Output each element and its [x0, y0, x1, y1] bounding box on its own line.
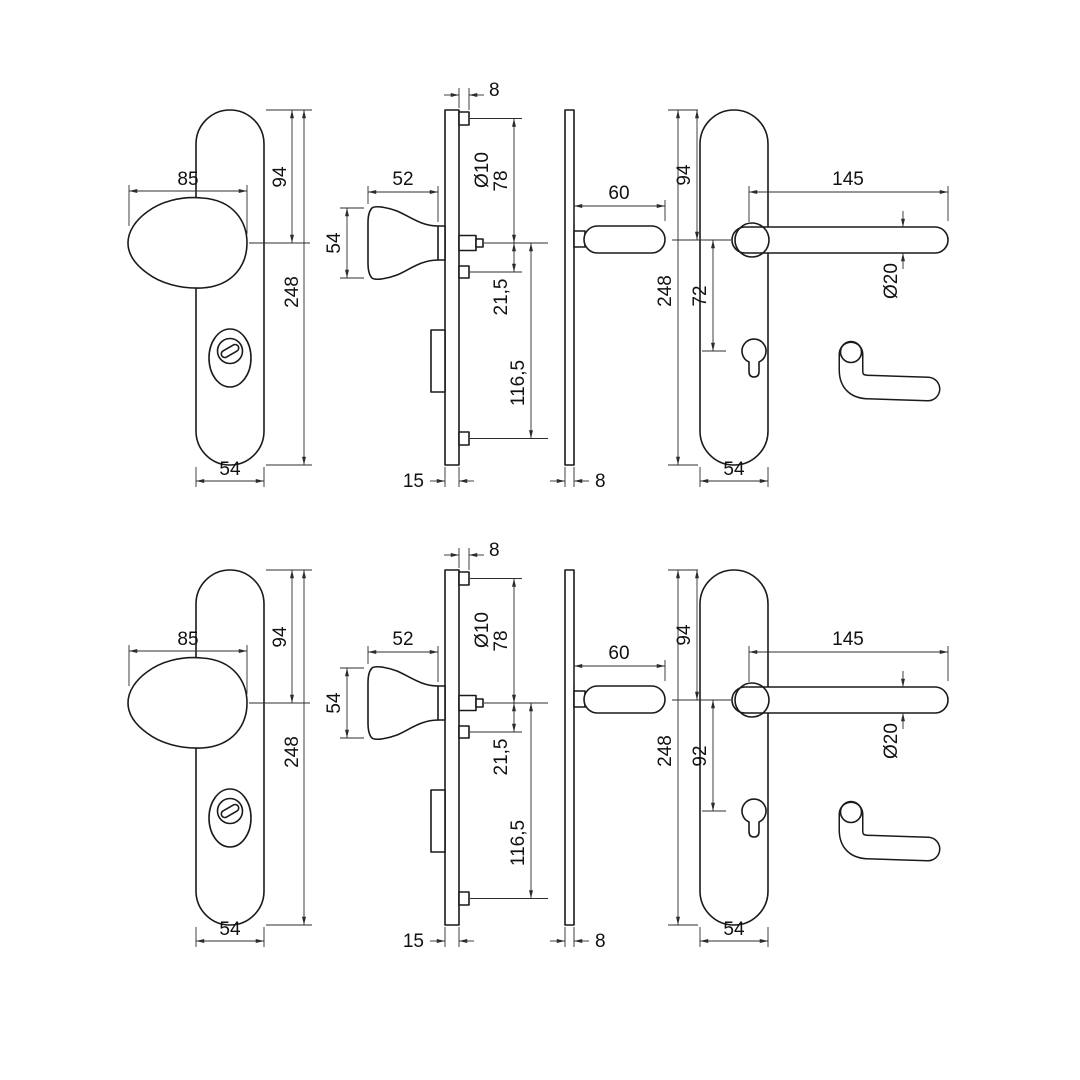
- dim-backset-label: 92: [690, 745, 711, 766]
- dim-lever-depth-label: 60: [608, 643, 629, 664]
- dim-plate-width-label: 54: [219, 919, 241, 940]
- row-2-dimension-labels: 85 94 248 54 52 54 8 Ø10 78 21,5 116,5 1…: [177, 540, 902, 952]
- dim-plate-depth-label: 15: [403, 471, 424, 492]
- dim-plate-thickness-label: 8: [595, 471, 606, 492]
- dim-knob-depth-label: 52: [392, 169, 413, 190]
- dim-upper-spacing-label: 78: [491, 170, 512, 191]
- dim-tab-label: 8: [489, 540, 500, 561]
- dim-lever-top-height-label: 94: [674, 164, 695, 186]
- dim-lever-depth-label: 60: [608, 183, 629, 204]
- dim-hole-dia-label: Ø10: [472, 152, 493, 188]
- row-1-geometry: [128, 88, 948, 487]
- dim-backset-label: 72: [690, 285, 711, 306]
- dim-lower-spacing-label: 116,5: [508, 360, 529, 406]
- dim-knob-height-label: 54: [324, 232, 345, 254]
- dim-knob-depth-label: 52: [392, 629, 413, 650]
- dim-knob-width-label: 85: [177, 629, 198, 650]
- dim-knob-width-label: 85: [177, 169, 198, 190]
- dim-top-height-label: 94: [270, 166, 291, 188]
- dim-upper-spacing-label: 78: [491, 630, 512, 651]
- row-2-geometry: [128, 548, 948, 947]
- dim-plate-depth-label: 15: [403, 931, 424, 952]
- dim-lever-dia-label: Ø20: [881, 263, 902, 299]
- dim-knob-height-label: 54: [324, 692, 345, 714]
- dim-tab-label: 8: [489, 80, 500, 101]
- dim-mid-spacing-label: 21,5: [491, 739, 512, 776]
- dim-plate-height-label: 248: [282, 736, 303, 768]
- dim-hole-dia-label: Ø10: [472, 612, 493, 648]
- dim-lever-plate-width-label: 54: [723, 459, 745, 480]
- dim-lever-dia-label: Ø20: [881, 723, 902, 759]
- dim-lever-length-label: 145: [832, 169, 864, 190]
- dim-lever-plate-height-label: 248: [655, 735, 676, 767]
- row-1-dimension-labels: 85 94 248 54 52 54 8 Ø10 78 21,5 116,5 1…: [177, 80, 902, 492]
- dim-plate-width-label: 54: [219, 459, 241, 480]
- dim-lever-top-height-label: 94: [674, 624, 695, 646]
- dim-lower-spacing-label: 116,5: [508, 820, 529, 866]
- dim-mid-spacing-label: 21,5: [491, 279, 512, 316]
- dim-lever-plate-width-label: 54: [723, 919, 745, 940]
- dim-lever-length-label: 145: [832, 629, 864, 650]
- dim-top-height-label: 94: [270, 626, 291, 648]
- dim-plate-thickness-label: 8: [595, 931, 606, 952]
- dim-plate-height-label: 248: [282, 276, 303, 308]
- dim-lever-plate-height-label: 248: [655, 275, 676, 307]
